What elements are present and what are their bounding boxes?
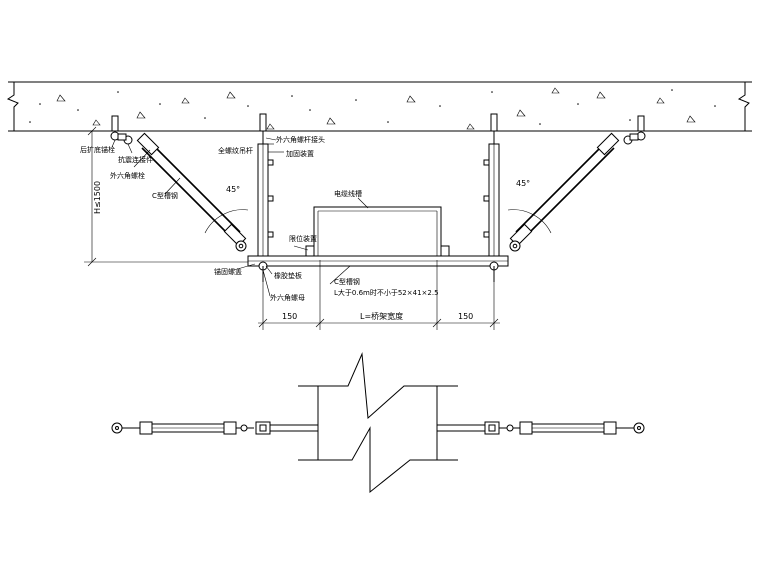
width-dimension: 150 L=桥架宽度 150 (258, 260, 500, 330)
cable-tray (305, 206, 450, 257)
leader-lines (111, 137, 369, 297)
label-connector: 抗震连接件 (118, 155, 153, 164)
dim-right-label: 150 (458, 312, 473, 321)
label-anchor-nut: 锚固螺盖 (214, 267, 242, 276)
angle-right-label: 45° (516, 179, 530, 188)
label-c-channel-note2: L大于0.6m时不小于52×41×2.5 (334, 288, 439, 297)
label-hex-nut: 外六角螺母 (270, 293, 305, 302)
concrete-slab (6, 81, 752, 132)
label-rubber-washer: 橡胶垫板 (274, 271, 302, 280)
label-hex-rod-joint: 外六角螺杆接头 (276, 135, 325, 144)
height-dimension: H≤1500 (84, 126, 250, 267)
annotations: 后扩底锚栓 抗震连接件 外六角螺栓 C型槽钢 全螺纹吊杆 外六角螺杆接头 加固装… (80, 135, 439, 302)
label-limit-device: 限位装置 (289, 234, 317, 243)
angle-left-label: 45° (226, 185, 240, 194)
label-threaded-rod: 全螺纹吊杆 (218, 146, 253, 155)
label-bolt-anchor: 后扩底锚栓 (80, 145, 115, 154)
height-label: H≤1500 (93, 181, 102, 214)
label-reinforce: 加固装置 (286, 149, 314, 158)
left-brace: 45° (110, 115, 249, 252)
dim-left-label: 150 (282, 312, 297, 321)
label-cable-tray: 电缆线槽 (334, 189, 362, 198)
plan-view (111, 352, 645, 494)
label-hex-bolt-left: 外六角螺栓 (110, 171, 145, 180)
right-vertical-rod (483, 113, 500, 257)
label-c-channel-note1: C型槽钢 (334, 277, 360, 286)
dim-mid-label: L=桥架宽度 (360, 311, 403, 321)
left-vertical-rod (257, 113, 274, 257)
label-c-channel-left: C型槽钢 (152, 191, 178, 200)
right-brace: 45° (507, 115, 646, 252)
